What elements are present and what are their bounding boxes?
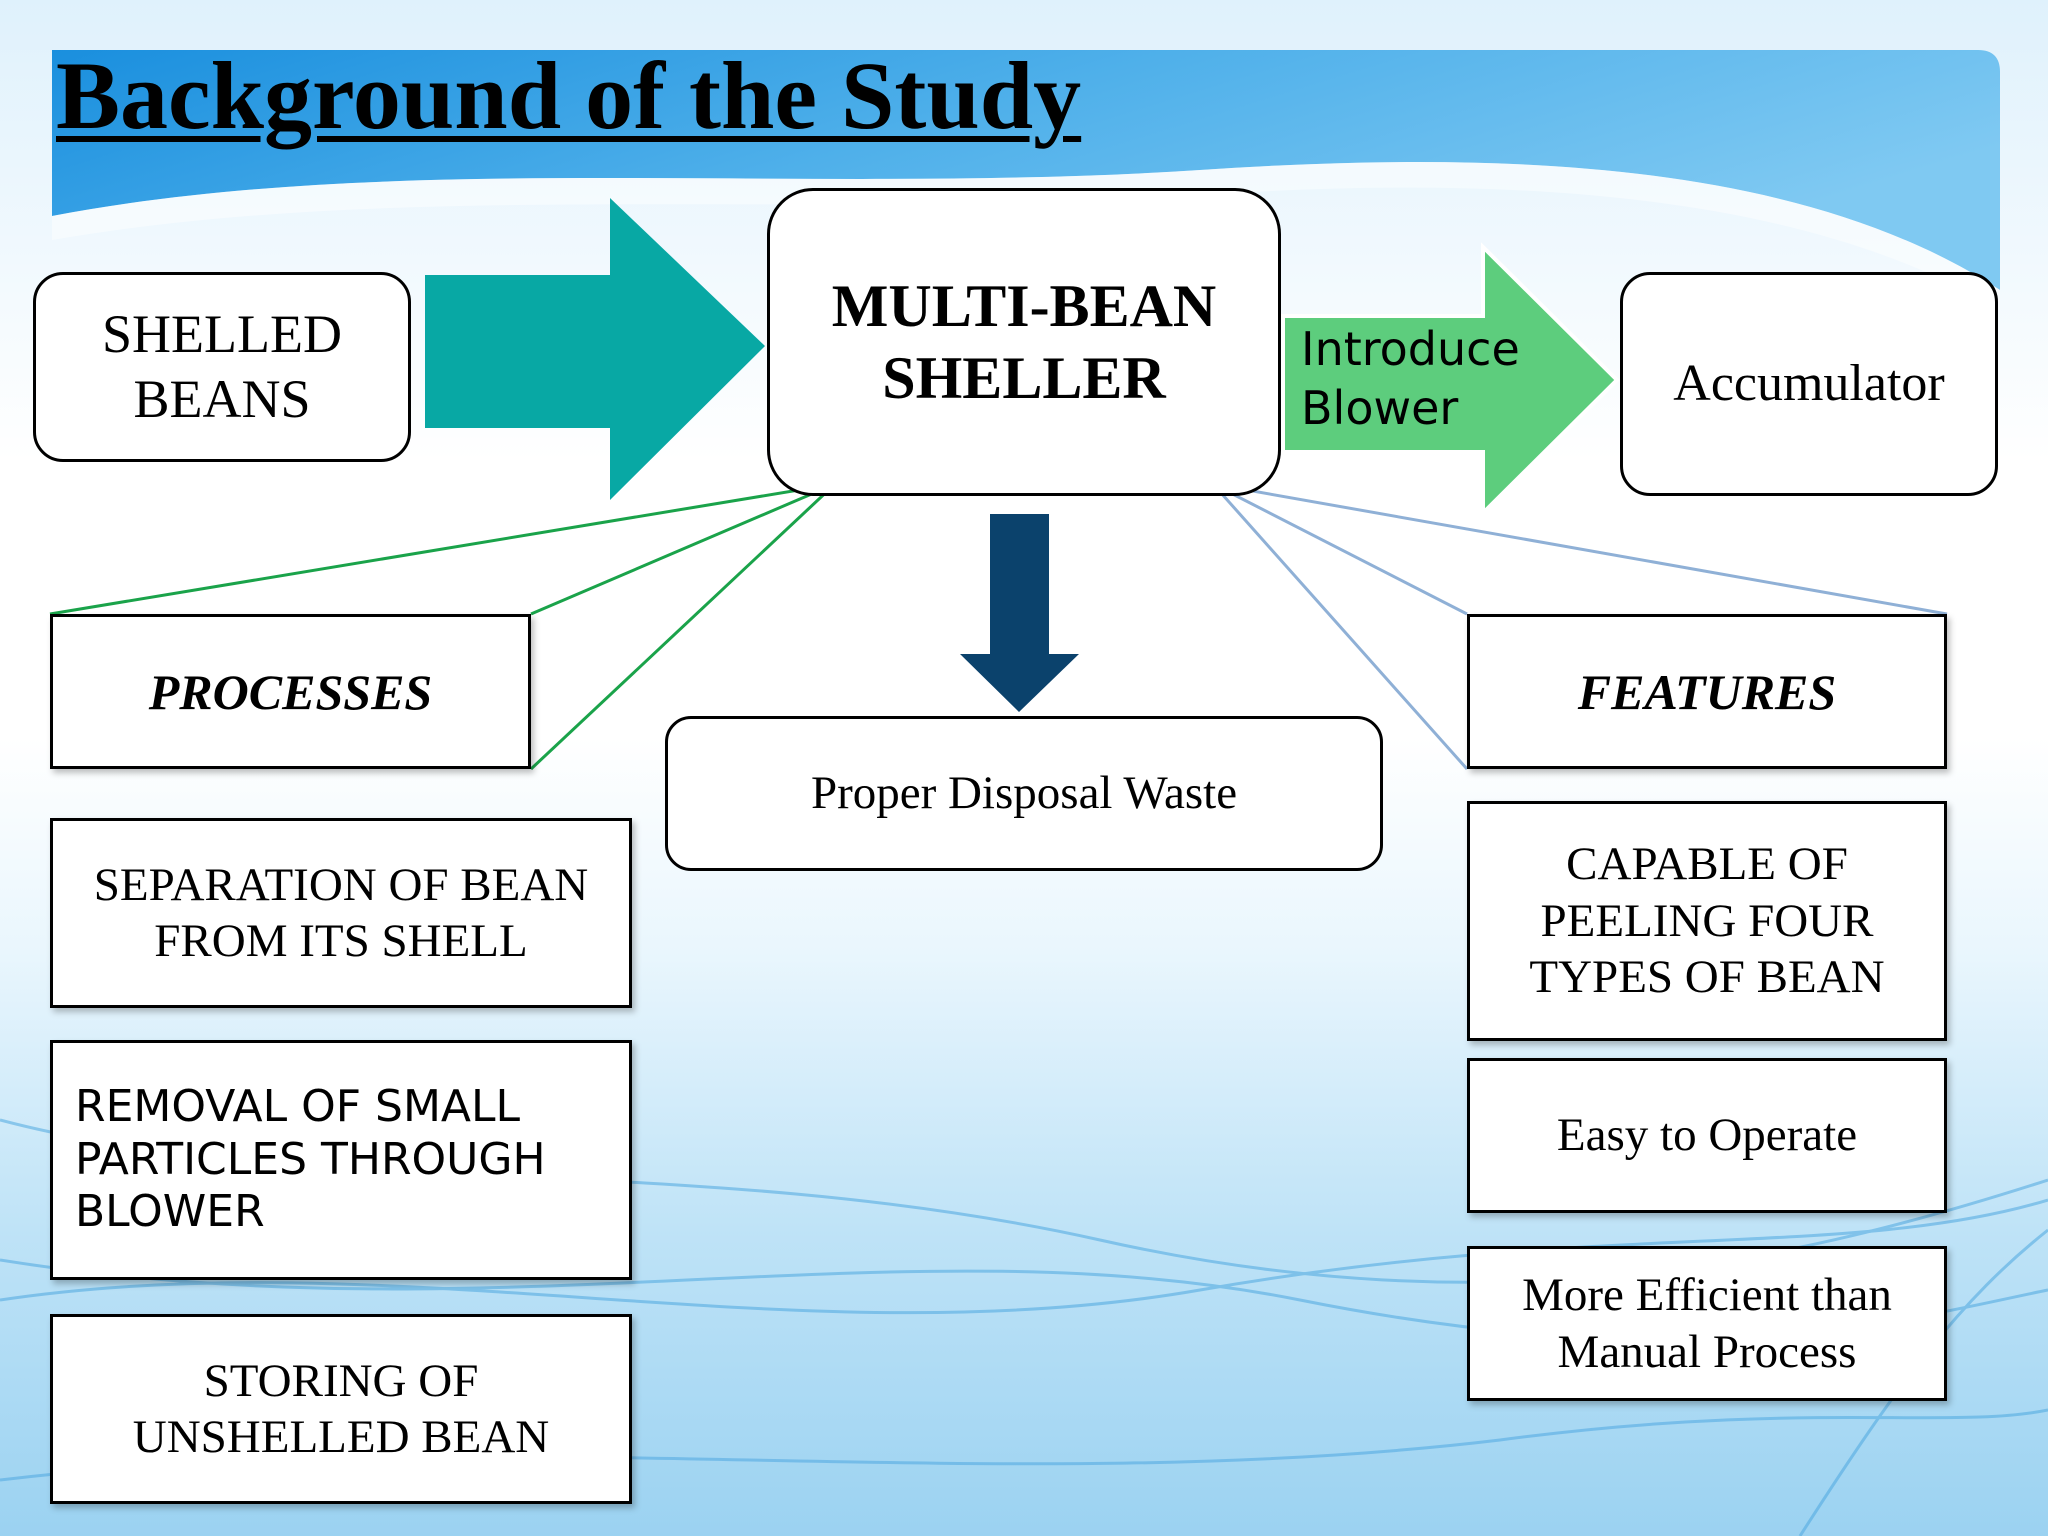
capable-box: CAPABLE OF PEELING FOUR TYPES OF BEAN xyxy=(1467,801,1947,1041)
accumulator-label: Accumulator xyxy=(1673,354,1945,412)
features-box: FEATURES xyxy=(1467,614,1947,769)
accumulator-box: Accumulator xyxy=(1620,272,1998,496)
header-band xyxy=(52,50,2000,290)
separation-label: SEPARATION OF BEAN FROM ITS SHELL xyxy=(93,858,589,967)
introduce-blower-label: Introduce Blower xyxy=(1301,322,1520,435)
processes-box: PROCESSES xyxy=(50,614,531,769)
features-label: FEATURES xyxy=(1577,663,1837,720)
input-arrow xyxy=(425,198,765,500)
process-connector-lines xyxy=(49,482,837,771)
shelled-beans-box: SHELLED BEANS xyxy=(33,272,411,462)
removal-box: REMOVAL OF SMALL PARTICLES THROUGH BLOWE… xyxy=(50,1040,632,1280)
more-efficient-box: More Efficient than Manual Process xyxy=(1467,1246,1947,1401)
storing-box: STORING OF UNSHELLED BEAN xyxy=(50,1314,632,1504)
removal-label: REMOVAL OF SMALL PARTICLES THROUGH BLOWE… xyxy=(75,1080,546,1238)
easy-to-operate-box: Easy to Operate xyxy=(1467,1058,1947,1213)
multi-bean-sheller-box: MULTI-BEAN SHELLER xyxy=(767,188,1281,496)
separation-box: SEPARATION OF BEAN FROM ITS SHELL xyxy=(50,818,632,1008)
proper-disposal-waste-box: Proper Disposal Waste xyxy=(665,716,1383,871)
sheller-label: MULTI-BEAN SHELLER xyxy=(831,273,1217,411)
waste-arrow xyxy=(960,514,1079,712)
header-band-highlight xyxy=(52,162,2000,310)
processes-label: PROCESSES xyxy=(148,663,433,720)
feature-connector-lines xyxy=(1211,482,1948,770)
capable-label: CAPABLE OF PEELING FOUR TYPES OF BEAN xyxy=(1529,838,1885,1004)
slide-title: Background of the Study xyxy=(56,42,1082,149)
blower-arrow xyxy=(1281,242,1620,518)
disposal-label: Proper Disposal Waste xyxy=(810,767,1238,820)
storing-label: STORING OF UNSHELLED BEAN xyxy=(132,1354,550,1463)
shelled-beans-label: SHELLED BEANS xyxy=(102,304,342,429)
efficient-label: More Efficient than Manual Process xyxy=(1522,1269,1892,1378)
easy-label: Easy to Operate xyxy=(1556,1109,1858,1162)
